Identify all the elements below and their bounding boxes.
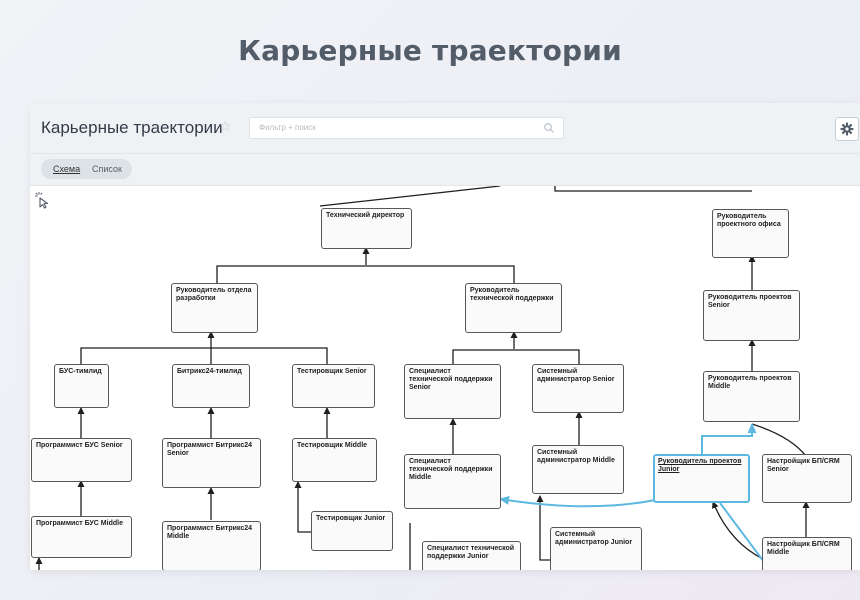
search-input[interactable]: Фильтр + поиск <box>249 117 564 139</box>
node-support-junior[interactable]: Специалист технической поддержки Junior <box>422 541 521 570</box>
gear-icon[interactable] <box>835 117 859 141</box>
window-header: Карьерные траектории ☆ Фильтр + поиск <box>30 103 860 154</box>
page-heading: Карьерные траектории <box>238 33 622 67</box>
tab-list[interactable]: Список <box>92 164 122 174</box>
node-pm-middle[interactable]: Руководитель проектов Middle <box>703 371 800 422</box>
node-support-senior[interactable]: Специалист технической поддержки Senior <box>404 364 501 419</box>
node-b24-dev-middle[interactable]: Программист Битрикс24 Middle <box>162 521 261 570</box>
page-hero: Карьерные траектории <box>0 0 860 100</box>
node-pmo-head[interactable]: Руководитель проектного офиса <box>712 209 789 258</box>
node-sysadmin-middle[interactable]: Системный администратор Middle <box>532 445 624 494</box>
node-qa-middle[interactable]: Тестировщик Middle <box>292 438 377 482</box>
view-switcher: Схема Список <box>41 159 132 179</box>
node-b24-lead[interactable]: Битрикс24-тимлид <box>172 364 250 408</box>
node-pm-senior[interactable]: Руководитель проектов Senior <box>703 290 800 341</box>
window-title: Карьерные траектории <box>41 118 223 137</box>
node-crm-senior[interactable]: Настройщик БП/CRM Senior <box>762 454 852 503</box>
node-support-middle[interactable]: Специалист технической поддержки Middle <box>404 454 501 509</box>
node-bus-lead[interactable]: БУС-тимлид <box>54 364 109 408</box>
node-b24-dev-senior[interactable]: Программист Битрикс24 Senior <box>162 438 261 488</box>
node-sysadmin-junior[interactable]: Системный администратор Junior <box>550 527 642 570</box>
node-qa-senior[interactable]: Тестировщик Senior <box>292 364 375 408</box>
node-bus-dev-senior[interactable]: Программист БУС Senior <box>31 438 132 482</box>
search-icon[interactable] <box>543 122 555 134</box>
node-bus-dev-middle[interactable]: Программист БУС Middle <box>31 516 132 558</box>
node-support-head[interactable]: Руководитель технической поддержки <box>465 283 562 333</box>
node-tech-director[interactable]: Технический директор <box>321 208 412 249</box>
node-crm-middle[interactable]: Настройщик БП/CRM Middle <box>762 537 852 570</box>
search-placeholder: Фильтр + поиск <box>259 123 316 132</box>
node-pm-junior[interactable]: Руководитель проектов Junior <box>653 454 750 503</box>
node-sysadmin-senior[interactable]: Системный администратор Senior <box>532 364 624 413</box>
view-toolbar: Схема Список <box>30 154 860 186</box>
tab-scheme[interactable]: Схема <box>53 164 81 174</box>
star-icon[interactable]: ☆ <box>219 118 232 134</box>
app-window: Карьерные траектории ☆ Фильтр + поиск <box>30 103 860 570</box>
diagram-canvas[interactable]: Технический директор Руководитель проект… <box>30 186 860 570</box>
node-dev-head[interactable]: Руководитель отдела разработки <box>171 283 258 333</box>
node-qa-junior[interactable]: Тестировщик Junior <box>311 511 393 551</box>
